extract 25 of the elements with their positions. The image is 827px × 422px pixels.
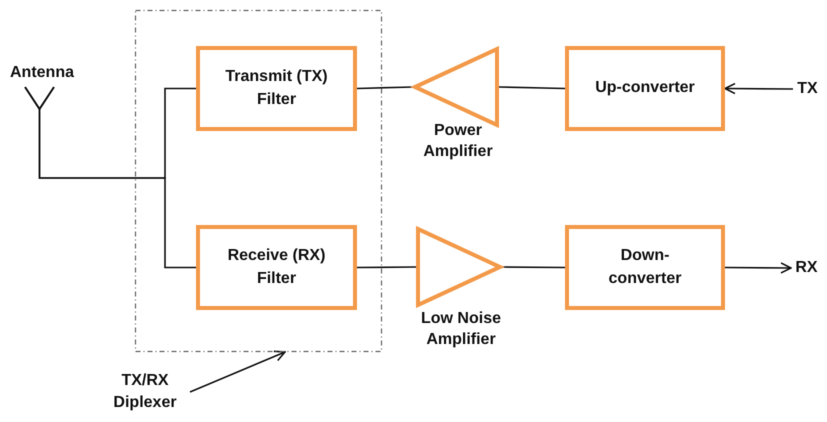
antenna-icon [22, 85, 57, 110]
amplifier-label: Power Amplifier [422, 121, 494, 162]
block-label: Receive (RX) Filter [226, 246, 326, 288]
signal-label: TX [797, 78, 818, 99]
diplexer-label: TX/RX Diplexer [112, 370, 178, 413]
arrow [190, 350, 286, 393]
converter-box [565, 225, 725, 310]
connector-line [38, 110, 196, 268]
arrow [724, 82, 793, 94]
connector-line [357, 266, 416, 268]
amplifier-label: Low Noise Amplifier [420, 309, 502, 350]
converter-box [565, 46, 725, 131]
antenna-label: Antenna [9, 63, 76, 83]
block-label: Up-converter [595, 78, 695, 98]
filter-box [196, 225, 357, 310]
arrow [725, 262, 792, 274]
connector-line [356, 86, 414, 90]
diplexer-frame [135, 10, 382, 352]
filter-box [196, 46, 357, 131]
connector-line [498, 86, 566, 90]
signal-label: RX [795, 258, 818, 278]
block-label: Transmit (TX) Filter [224, 67, 329, 110]
block-label: Down- converter [608, 246, 682, 288]
connector-line [502, 266, 565, 268]
amplifier-triangle [416, 227, 502, 307]
